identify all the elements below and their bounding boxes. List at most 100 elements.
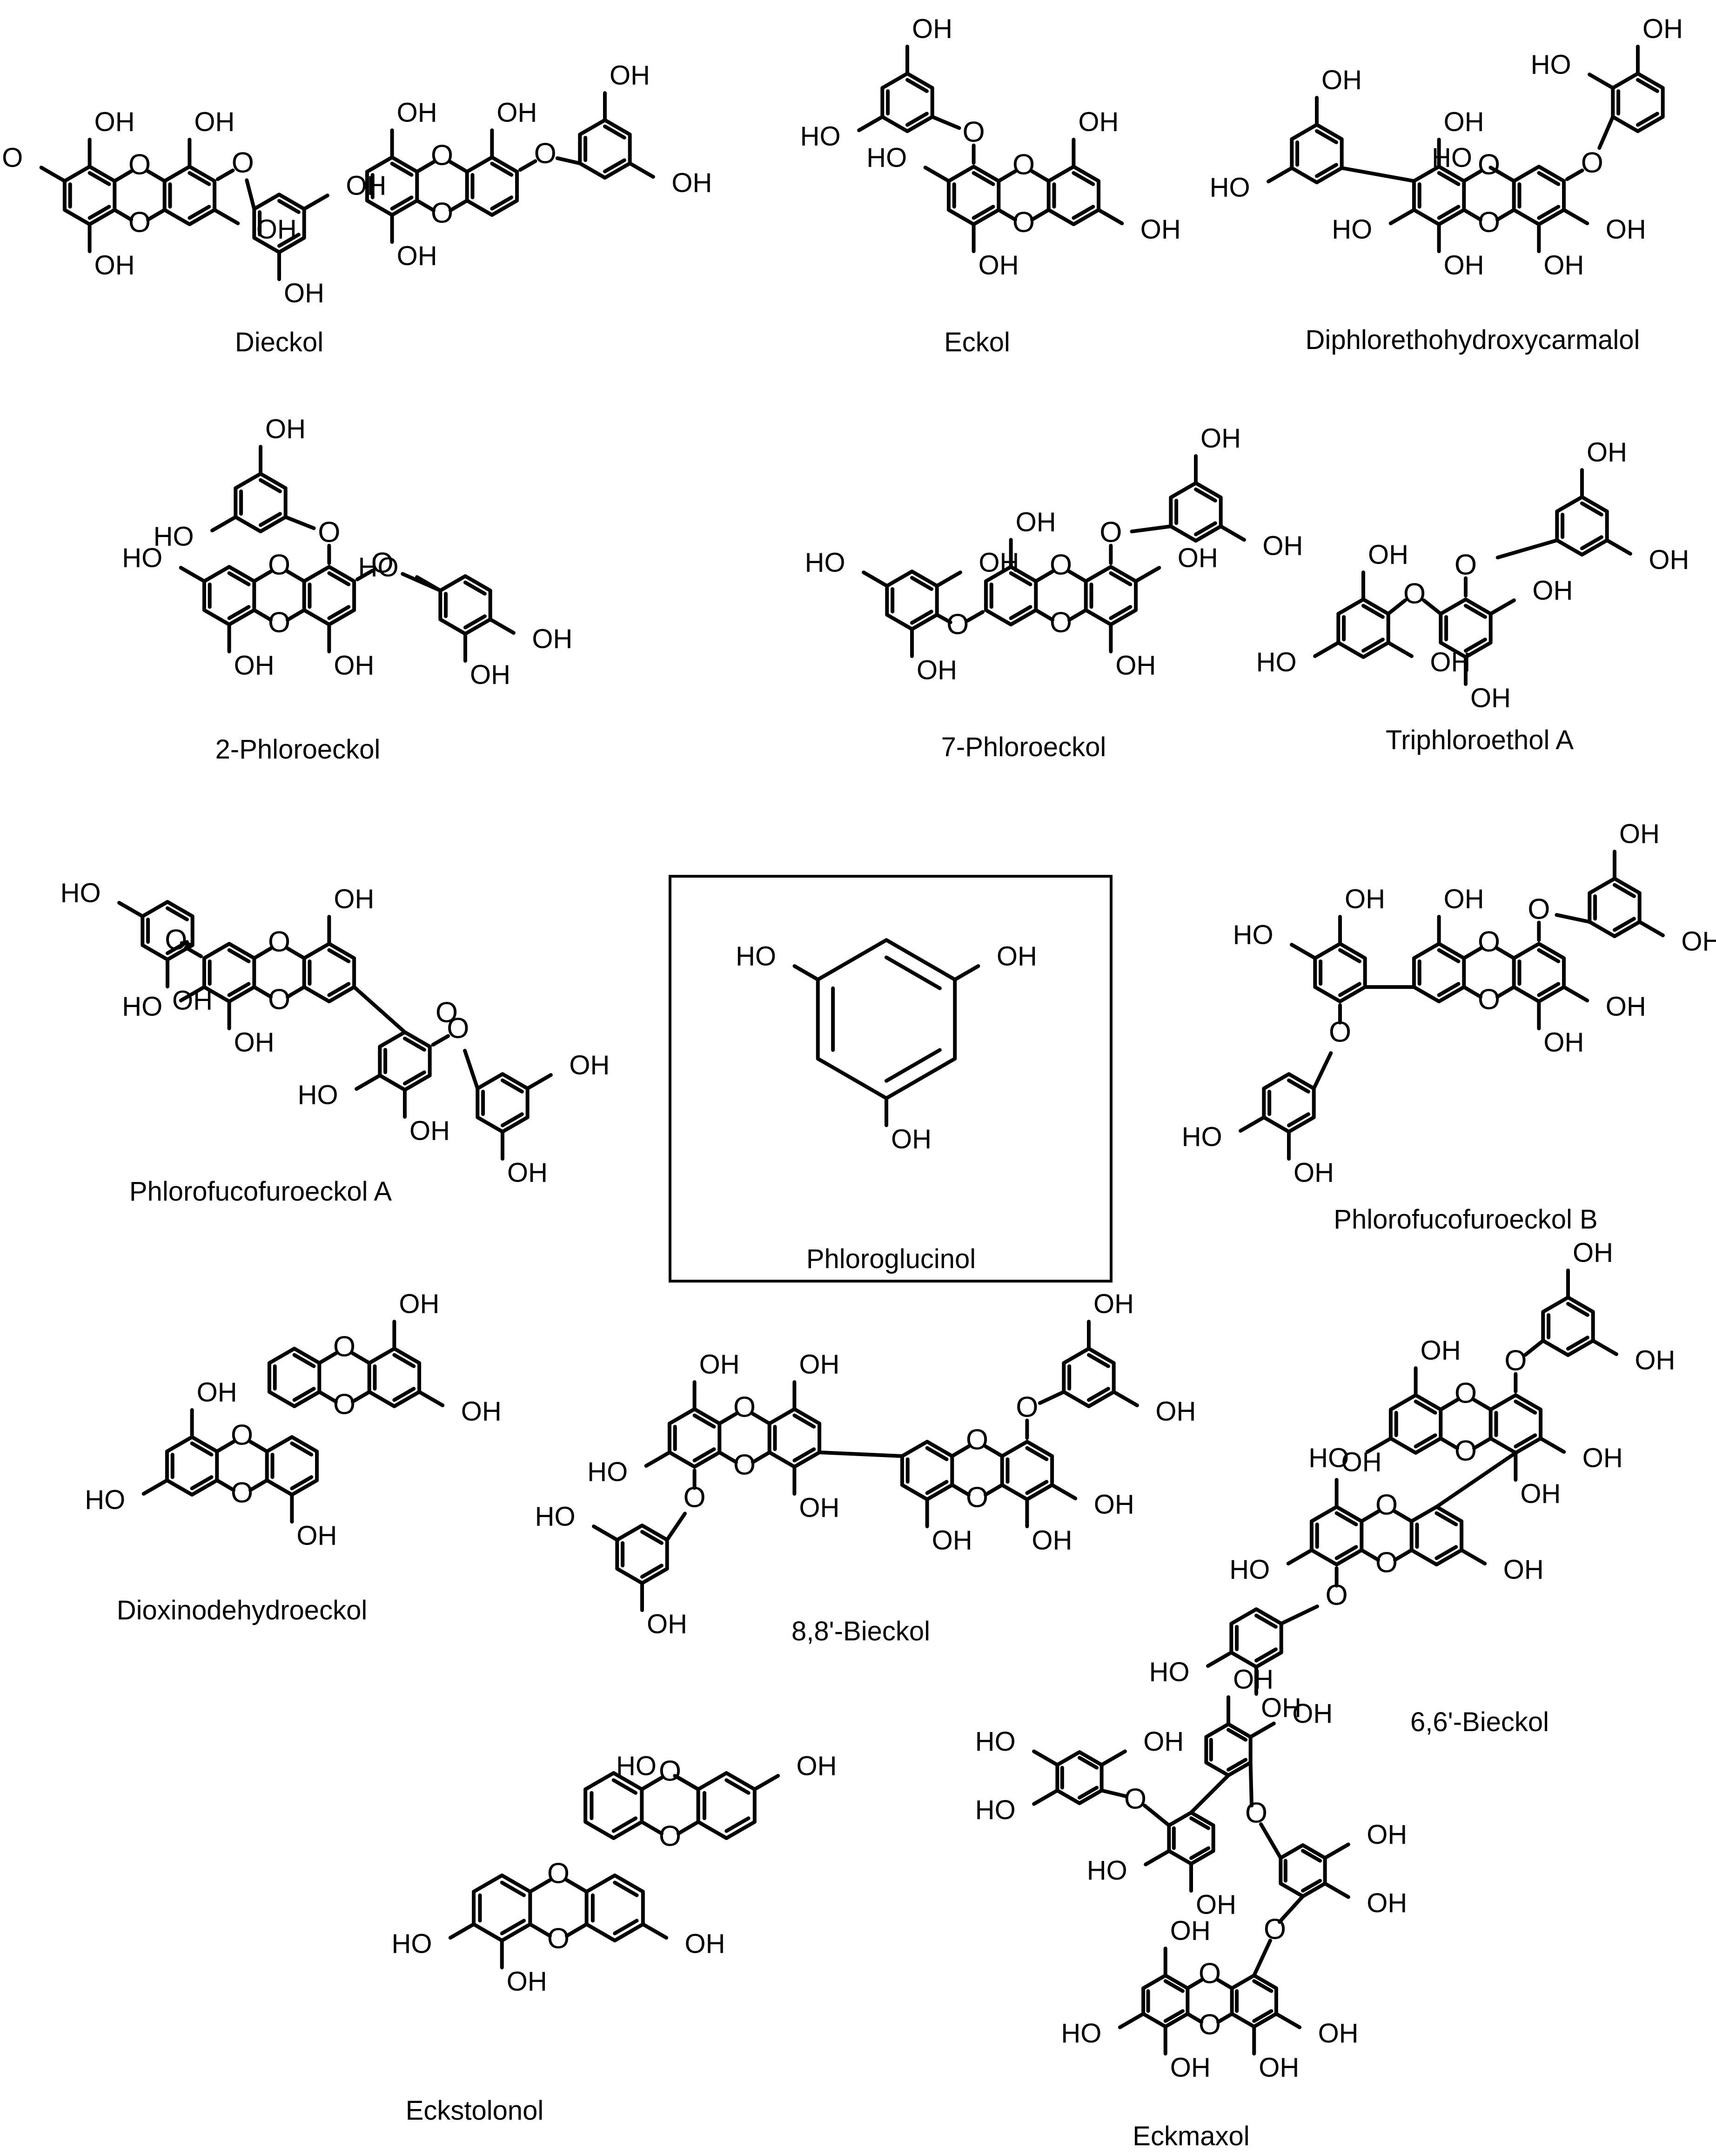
- double-bond: [1338, 948, 1361, 963]
- double-bond: [1163, 2009, 1185, 2023]
- bond: [113, 169, 133, 183]
- bond: [950, 1444, 971, 1458]
- ring-bond: [1313, 942, 1367, 1003]
- hydroxyl-label: HO: [736, 941, 776, 971]
- bond: [286, 608, 306, 622]
- ring-bond: [900, 1440, 954, 1501]
- bond: [1186, 2012, 1203, 2024]
- double-bond: [227, 948, 251, 963]
- double-bond: [188, 171, 211, 186]
- hydroxyl-label: HO: [975, 1726, 1016, 1757]
- hydroxyl-label: OH: [397, 241, 437, 271]
- double-bond: [390, 161, 414, 177]
- bond: [252, 570, 273, 583]
- ring-bond: [767, 1407, 822, 1469]
- double-bond: [1009, 571, 1032, 586]
- double-bond: [1514, 1399, 1537, 1415]
- hydroxyl-label: OH: [1606, 214, 1646, 244]
- double-bond: [87, 171, 111, 186]
- double-bond: [1437, 205, 1461, 220]
- ether-oxygen-label: O: [1478, 206, 1500, 238]
- hydroxyl-label: OH: [1587, 437, 1627, 467]
- bond: [1472, 1437, 1493, 1450]
- bond: [1434, 1451, 1518, 1509]
- ring-bond: [302, 565, 356, 626]
- double-bond: [1252, 2009, 1274, 2023]
- double-bond: [1287, 1078, 1310, 1094]
- double-bond: [1227, 1728, 1248, 1742]
- hydroxyl-label: OH: [461, 1396, 502, 1426]
- ring-bond: [1388, 1393, 1443, 1455]
- bond: [1591, 1339, 1618, 1356]
- ether-oxygen-label: O: [966, 1424, 988, 1456]
- ether-oxygen-label: O: [1099, 516, 1122, 548]
- hydroxyl-label: OH: [1196, 1889, 1236, 1920]
- bond: [302, 194, 329, 211]
- bond: [1286, 1548, 1314, 1565]
- hydroxyl-label: HO: [0, 142, 23, 173]
- ring-bond: [202, 565, 256, 626]
- bond: [1488, 598, 1516, 616]
- double-bond: [259, 478, 282, 493]
- hydroxyl-label: OH: [507, 1157, 548, 1188]
- bond: [448, 1922, 476, 1940]
- ether-oxygen-label: O: [1403, 578, 1426, 610]
- double-bond: [1072, 171, 1095, 186]
- double-bond: [724, 1816, 751, 1833]
- bond: [1462, 169, 1482, 183]
- bond: [351, 1351, 371, 1365]
- double-bond: [501, 1078, 524, 1094]
- hydroxyl-label: OH: [1294, 1157, 1334, 1188]
- hydroxyl-label: OH: [172, 985, 213, 1015]
- ring-bond: [667, 1407, 722, 1469]
- hydroxyl-label: OH: [284, 278, 324, 308]
- bond: [923, 166, 951, 183]
- double-bond: [87, 205, 111, 220]
- double-bond: [292, 1353, 316, 1368]
- bond: [1462, 947, 1482, 960]
- bond: [1274, 2012, 1302, 2029]
- ring-bond: [1555, 495, 1609, 557]
- ether-oxygen-label: O: [231, 1419, 253, 1451]
- ether-oxygen-label: O: [1012, 206, 1035, 238]
- bond: [1365, 1437, 1393, 1454]
- ring-bond: [1541, 1296, 1595, 1357]
- ring-bond: [946, 165, 1001, 226]
- hydroxyl-label: OH: [94, 250, 135, 280]
- hydroxyl-label: HO: [535, 1501, 576, 1531]
- hydroxyl-label: OH: [1078, 107, 1119, 137]
- hydroxyl-label: HO: [1531, 49, 1571, 80]
- molecule-dieckol: OOHOOHOHOHOHOOHOHOOOHOHOHOOHOH: [0, 60, 712, 308]
- bond: [1439, 1437, 1459, 1450]
- double-bond: [1078, 1756, 1099, 1770]
- hydroxyl-label: OH: [194, 107, 235, 137]
- ether-oxygen-label: O: [534, 137, 556, 169]
- double-bond: [1434, 1511, 1458, 1526]
- caption-7-phloroeckol: 7-Phloroeckol: [941, 732, 1106, 762]
- bond: [1562, 985, 1589, 1002]
- hydroxyl-label: OH: [1543, 1027, 1584, 1057]
- phloroglucinol-frame: [669, 875, 1113, 1283]
- double-bond: [1580, 501, 1603, 517]
- bond: [286, 985, 306, 999]
- hydroxyl-label: OH: [1430, 647, 1470, 677]
- bond: [252, 608, 273, 622]
- double-bond: [613, 1881, 639, 1897]
- bond: [1219, 524, 1246, 542]
- double-bond: [327, 571, 351, 586]
- double-bond: [1613, 917, 1636, 932]
- bond: [215, 1478, 235, 1492]
- double-bond: [1537, 205, 1561, 220]
- ring-bond: [1084, 565, 1138, 626]
- double-bond: [392, 1387, 416, 1402]
- ring-bond: [1262, 1072, 1316, 1134]
- ring-bond: [1412, 942, 1466, 1003]
- hydroxyl-label: OH: [569, 1050, 610, 1080]
- hydroxyl-label: OH: [912, 13, 952, 44]
